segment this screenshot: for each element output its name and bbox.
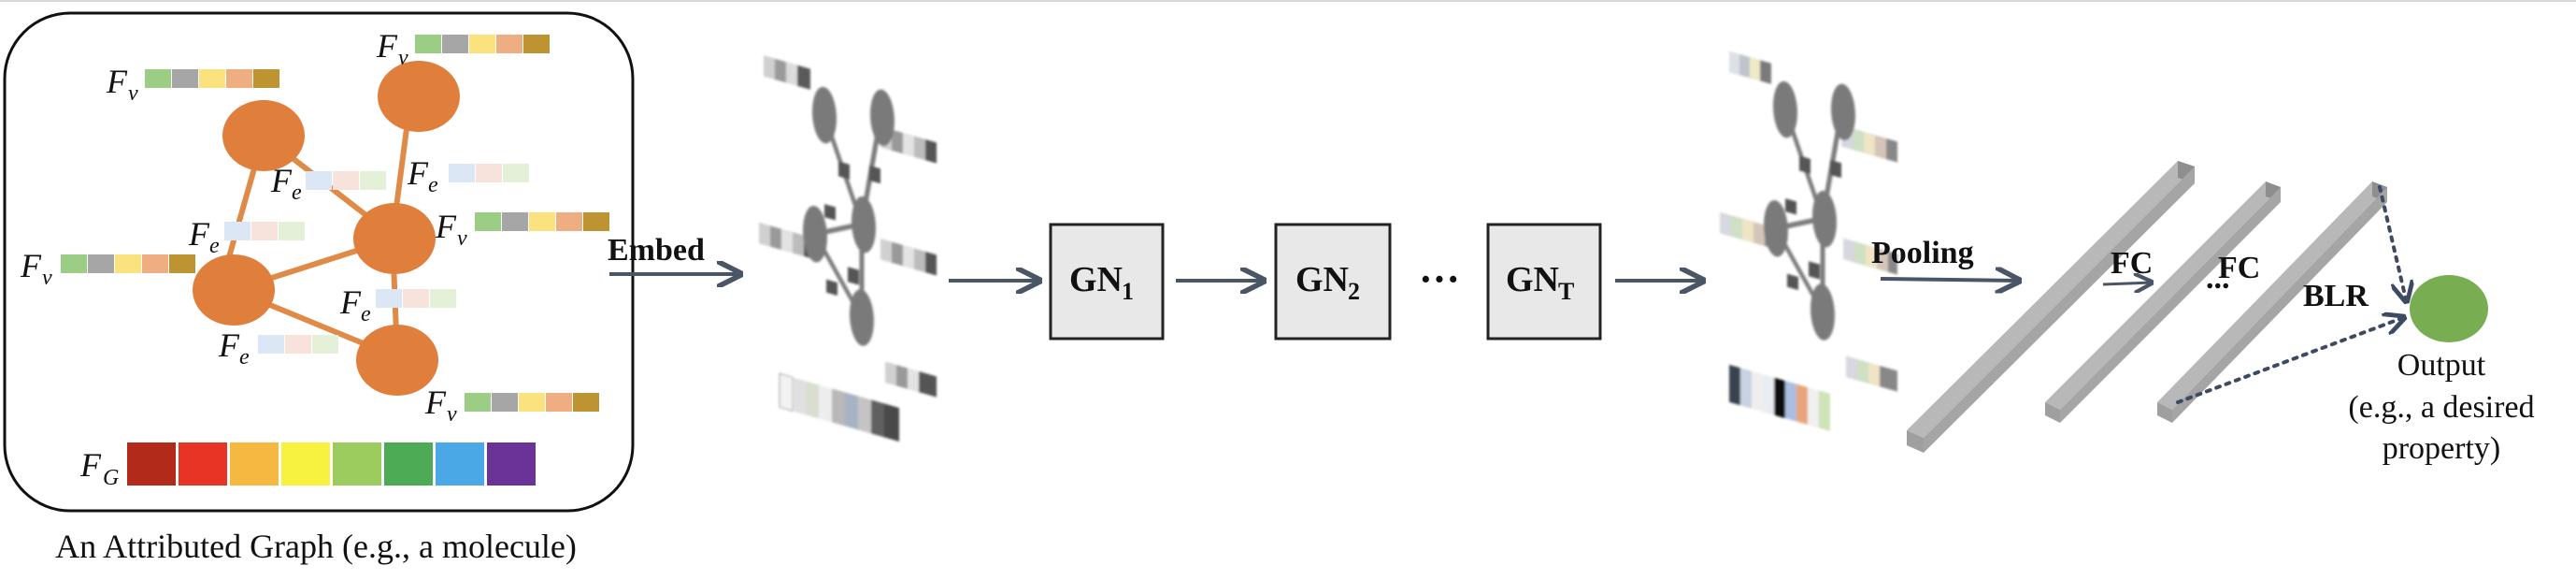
output-node xyxy=(2410,275,2488,342)
gn-label: GN xyxy=(1506,260,1559,299)
node-feature-subscript: v xyxy=(398,46,408,70)
pooling-arrow xyxy=(1880,279,2019,281)
fc-rod-2 xyxy=(2045,181,2281,423)
edge-feature-label: F xyxy=(188,215,210,253)
blr-arrow-top xyxy=(2378,185,2406,299)
node-feature-subscript: v xyxy=(457,226,467,251)
node-feature-label: F xyxy=(376,27,398,65)
edge-feature-subscript: e xyxy=(239,345,250,370)
fc-label-1: FC xyxy=(2111,246,2153,281)
edge-feature-5: F e xyxy=(218,326,338,370)
blr-label: BLR xyxy=(2303,279,2368,313)
node-feature-4: F v xyxy=(20,247,195,290)
output-desc-2: property) xyxy=(2383,431,2501,466)
node-feature-2: F v xyxy=(376,27,550,70)
edge-feature-subscript: e xyxy=(361,302,371,326)
graph-feature-cell xyxy=(230,442,279,486)
graph-feature-bar xyxy=(127,442,536,486)
graph-nodes xyxy=(193,61,460,396)
graph-feature: F G xyxy=(79,442,536,490)
gn-subscript: 2 xyxy=(1348,278,1360,305)
node-feature-5: F v xyxy=(424,384,599,427)
graph-feature-cell xyxy=(384,442,433,486)
graph-feature-cell xyxy=(436,442,484,486)
graph-feature-cell xyxy=(281,442,330,486)
graph-node xyxy=(378,61,460,132)
output-desc-1: (e.g., a desired xyxy=(2348,390,2534,425)
output-label: Output xyxy=(2397,348,2486,383)
edge-feature-label: F xyxy=(270,162,293,199)
gn-block-t: GN T xyxy=(1486,223,1602,341)
node-feature-subscript: v xyxy=(128,81,138,106)
graph-node xyxy=(193,254,275,326)
embed-label: Embed xyxy=(608,233,705,268)
node-feature-3: F v xyxy=(435,208,609,251)
edge-feature-subscript: e xyxy=(209,234,220,258)
edge-feature-2: F e xyxy=(407,154,529,197)
graph-feature-cell xyxy=(179,442,227,486)
node-feature-label: F xyxy=(435,208,457,245)
edge-feature-subscript: e xyxy=(292,181,302,205)
graph-feature-cell xyxy=(127,442,176,486)
gn-label: GN xyxy=(1295,260,1349,299)
edge-feature-1: F e xyxy=(270,162,386,205)
graph-node xyxy=(353,203,436,274)
edge-feature-subscript: e xyxy=(428,173,438,197)
fc-rod-1 xyxy=(1907,161,2195,453)
embedded-feature-strip xyxy=(764,55,810,90)
graph-caption: An Attributed Graph (e.g., a molecule) xyxy=(55,528,577,565)
node-feature-subscript: v xyxy=(447,402,457,427)
fc-arrow xyxy=(2102,283,2152,284)
graph-node xyxy=(222,100,305,171)
edge-feature-label: F xyxy=(339,283,362,321)
updated-graph xyxy=(1720,51,1897,431)
blr-arrows xyxy=(2176,185,2406,404)
embedded-graph-skew xyxy=(759,55,937,442)
gn-label: GN xyxy=(1069,260,1123,299)
node-feature-1: F v xyxy=(106,63,279,106)
edge-feature-4: F e xyxy=(339,283,456,326)
embedded-graph xyxy=(759,55,937,442)
fc-label-2: FC xyxy=(2218,251,2260,285)
attributed-graph-panel: F v F v F v F v xyxy=(3,11,635,513)
node-feature-subscript: v xyxy=(42,266,52,290)
embed-step: Embed xyxy=(608,233,740,274)
graph-node xyxy=(356,325,438,396)
gn-block-1: GN 1 xyxy=(1049,223,1165,341)
fc-layer-rods xyxy=(1907,161,2387,453)
node-feature-label: F xyxy=(106,63,128,100)
fc-dots: ... xyxy=(2206,261,2230,296)
edge-feature-label: F xyxy=(407,154,429,192)
pooling-label: Pooling xyxy=(1871,236,1974,270)
edge-feature-label: F xyxy=(218,326,240,364)
edge-feature-3: F e xyxy=(188,215,305,258)
node-feature-label: F xyxy=(424,384,447,421)
graph-feature-cell xyxy=(487,442,536,486)
blr-arrow-bottom xyxy=(2176,318,2402,404)
gn-block-2: GN 2 xyxy=(1274,223,1392,341)
gn-subscript: 1 xyxy=(1122,278,1134,305)
gn-subscript: T xyxy=(1558,278,1574,305)
gn-ellipsis: ··· xyxy=(1419,256,1460,302)
graph-feature-subscript: G xyxy=(103,466,119,490)
node-feature-label: F xyxy=(20,247,42,284)
pooling-step: Pooling xyxy=(1871,236,2019,281)
graph-feature-cell xyxy=(333,442,381,486)
graph-feature-label: F xyxy=(79,446,102,484)
